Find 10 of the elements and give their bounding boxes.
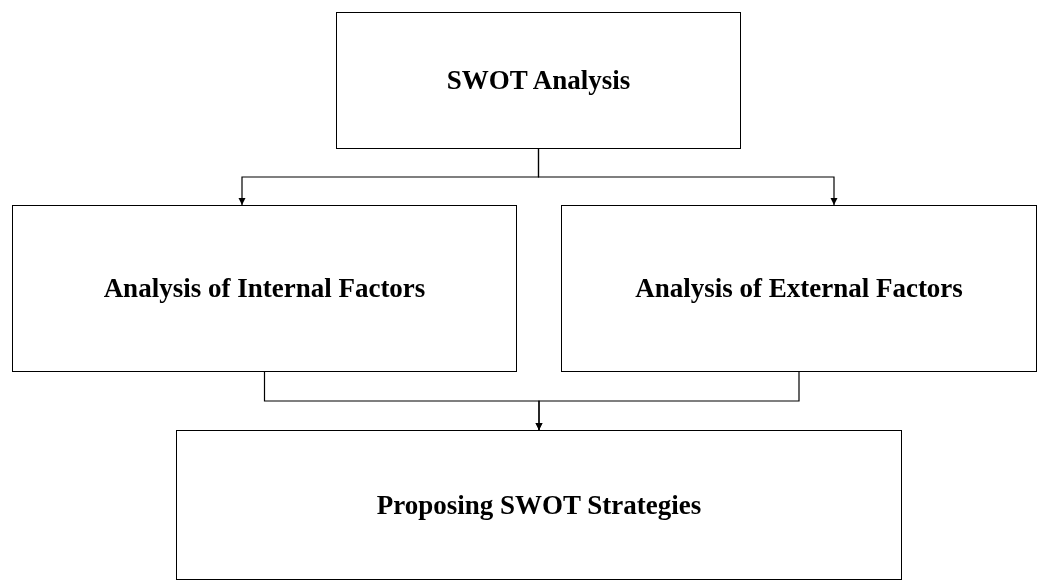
process-box (561, 205, 1037, 372)
process-box (336, 12, 741, 149)
process-box (176, 430, 902, 580)
box-label: Analysis of External Factors (635, 273, 963, 304)
box-label: Proposing SWOT Strategies (376, 489, 702, 521)
arrow (535, 371, 800, 431)
arrow (537, 148, 838, 206)
box-label: Analysis of Internal Factors (103, 273, 426, 304)
box-label: SWOT Analysis (446, 65, 631, 96)
process-box (12, 205, 517, 372)
